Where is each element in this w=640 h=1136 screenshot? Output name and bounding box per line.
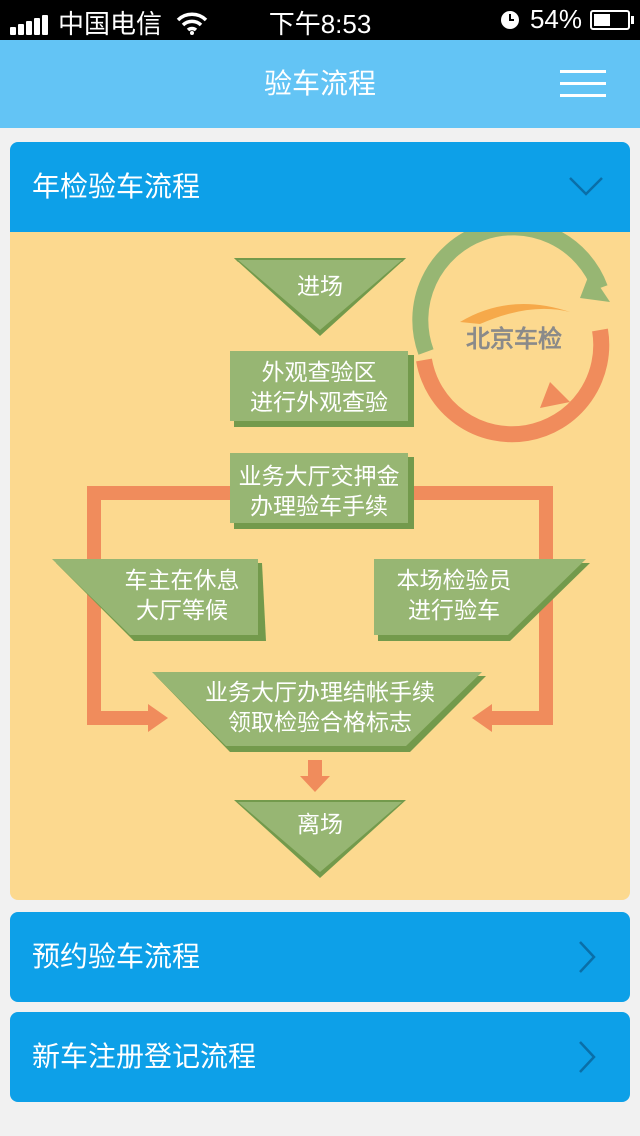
chevron-down-icon [569, 177, 603, 196]
signal-icon [10, 11, 50, 35]
logo-text: 北京车检 [466, 325, 562, 353]
step-hall: 业务大厅交押金 办理验车手续 [238, 464, 400, 520]
chevron-right-icon [579, 941, 596, 973]
step-exit: 离场 [297, 812, 343, 838]
step-exit-shape [238, 802, 402, 872]
step-checkout-shape [152, 672, 482, 746]
step-exterior: 外观查验区 进行外观查验 [250, 360, 388, 416]
step-owner-shape [52, 559, 258, 635]
step-exterior-shape [230, 351, 408, 421]
step-owner-wait: 车主在休息 大厅等候 [124, 568, 240, 624]
step-inspector: 本场检验员 进行验车 [396, 568, 512, 624]
annual-inspection-flowchart: 北京车检 进场 外观查验区 进行外观查验 业务大厅交押金 办理验车手续 车主在休… [10, 232, 630, 900]
battery-icon [590, 9, 634, 30]
page-title: 验车流程 [263, 67, 376, 100]
status-time: 下午8:53 [268, 9, 372, 39]
section-label: 预约验车流程 [32, 940, 201, 973]
section-label: 年检验车流程 [32, 170, 201, 203]
carrier-name: 中国电信 [58, 9, 163, 39]
section-label: 新车注册登记流程 [32, 1040, 257, 1073]
step-enter: 进场 [297, 274, 343, 300]
status-bar: 中国电信 下午8:53 54% [0, 0, 640, 40]
flowchart-graphic [52, 232, 610, 878]
step-hall-shape [230, 453, 408, 523]
beijing-inspection-logo [412, 232, 610, 443]
clock-icon [500, 10, 519, 29]
battery-percent: 54% [529, 4, 582, 34]
step-inspector-shape [374, 559, 586, 635]
section-header-annual-inspection[interactable]: 年检验车流程 [10, 142, 630, 232]
chevron-right-icon [579, 1041, 596, 1073]
section-header-appointment[interactable]: 预约验车流程 [10, 912, 630, 1002]
section-header-new-registration[interactable]: 新车注册登记流程 [10, 1012, 630, 1102]
step-checkout: 业务大厅办理结帐手续 领取检验合格标志 [205, 680, 435, 736]
menu-icon[interactable] [560, 70, 606, 98]
step-enter-shape [234, 258, 406, 336]
nav-bar: 验车流程 [0, 40, 640, 128]
wifi-icon [176, 12, 208, 35]
